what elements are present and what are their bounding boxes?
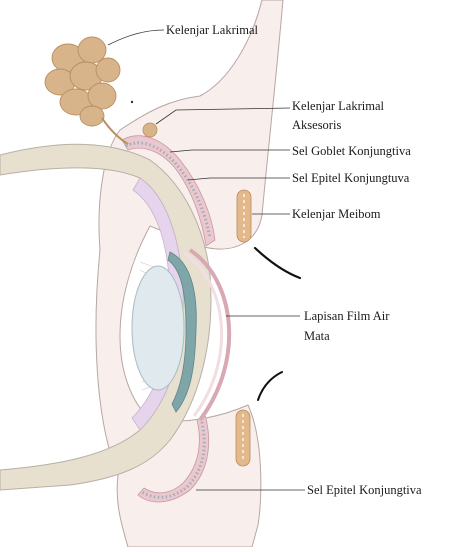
small-dot [131,101,133,103]
lower-eyelash [258,372,282,400]
label-accessory-lacrimal-line1: Kelenjar Lakrimal [292,99,384,113]
lens [132,266,184,390]
accessory-lacrimal-gland [143,123,157,137]
label-lacrimal-gland: Kelenjar Lakrimal [166,23,258,37]
label-accessory-lacrimal-line2: Aksesoris [292,118,341,132]
label-tear-film-line2: Mata [304,329,330,343]
label-epithelium-lower: Sel Epitel Konjungtiva [307,483,422,497]
label-epithelium-upper: Sel Epitel Konjungtuva [292,171,410,185]
label-meibomian-gland: Kelenjar Meibom [292,207,381,221]
label-goblet-cell: Sel Goblet Konjungtiva [292,144,411,158]
meibomian-gland-lower [236,410,250,466]
upper-eyelash [255,248,300,278]
meibomian-gland-upper [237,190,251,242]
lacrimal-gland [45,37,120,126]
label-tear-film-line1: Lapisan Film Air [304,309,390,323]
